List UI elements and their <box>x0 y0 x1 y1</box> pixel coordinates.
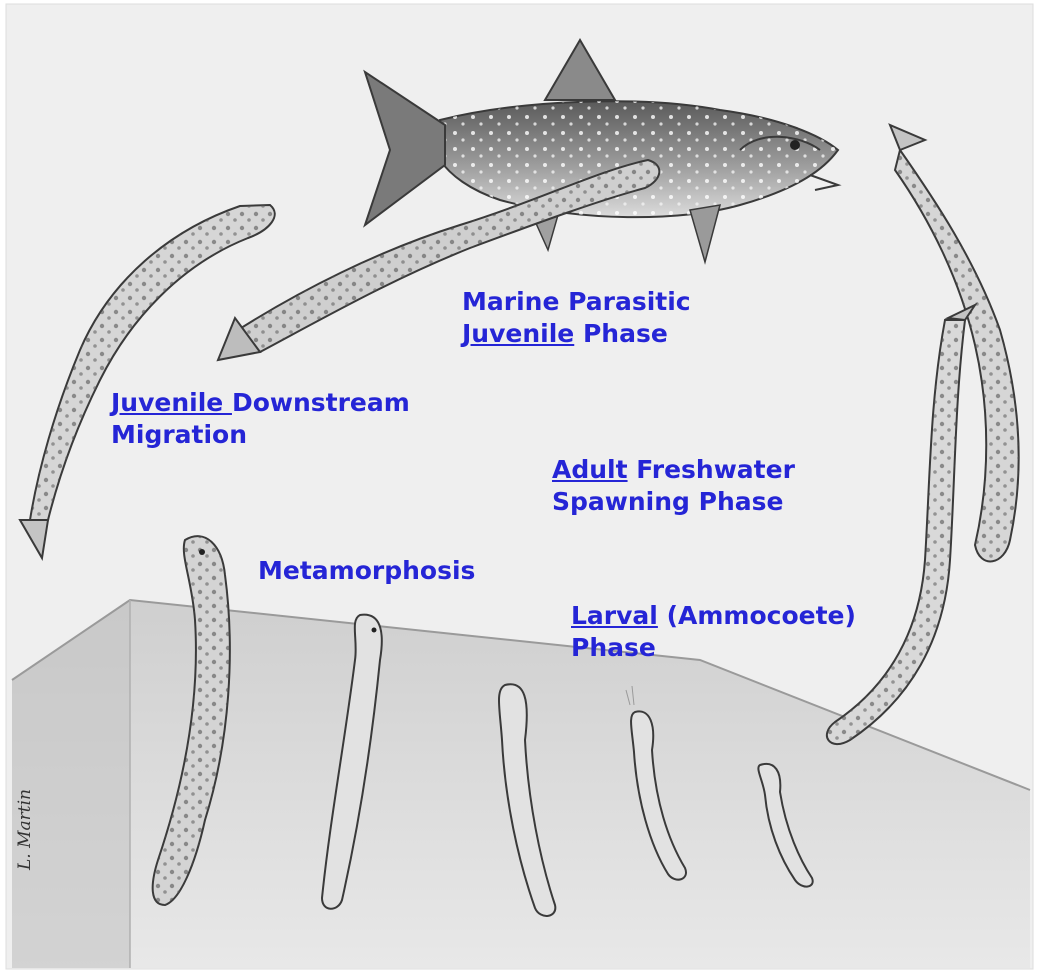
label-text: Marine Parasitic <box>462 287 691 316</box>
label-metamorphosis: Metamorphosis <box>258 555 475 587</box>
label-line: Marine Parasitic <box>462 286 691 318</box>
label-text: Phase <box>574 319 668 348</box>
label-line: Phase <box>571 632 856 664</box>
label-text: Freshwater <box>628 455 795 484</box>
label-underlined-word: Juvenile <box>111 388 232 417</box>
label-line: Larval (Ammocoete) <box>571 600 856 632</box>
artist-signature: L. Martin <box>15 789 35 871</box>
label-text: Phase <box>571 633 656 662</box>
label-marine-parasitic-juvenile-phase: Marine Parasitic Juvenile Phase <box>462 286 691 350</box>
label-line: Adult Freshwater <box>552 454 795 486</box>
label-text: Downstream <box>232 388 410 417</box>
label-line: Metamorphosis <box>258 555 475 587</box>
label-text: Spawning Phase <box>552 487 783 516</box>
label-larval-ammocoete-phase: Larval (Ammocoete) Phase <box>571 600 856 664</box>
label-text: Metamorphosis <box>258 556 475 585</box>
label-line: Juvenile Phase <box>462 318 691 350</box>
label-line: Migration <box>111 419 410 451</box>
label-text: (Ammocoete) <box>658 601 856 630</box>
label-adult-freshwater-spawning-phase: Adult Freshwater Spawning Phase <box>552 454 795 518</box>
label-line: Juvenile Downstream <box>111 387 410 419</box>
label-underlined-word: Adult <box>552 455 628 484</box>
label-juvenile-downstream-migration: Juvenile Downstream Migration <box>111 387 410 451</box>
label-text: Migration <box>111 420 247 449</box>
label-underlined-word: Larval <box>571 601 658 630</box>
label-line: Spawning Phase <box>552 486 795 518</box>
label-underlined-word: Juvenile <box>462 319 574 348</box>
